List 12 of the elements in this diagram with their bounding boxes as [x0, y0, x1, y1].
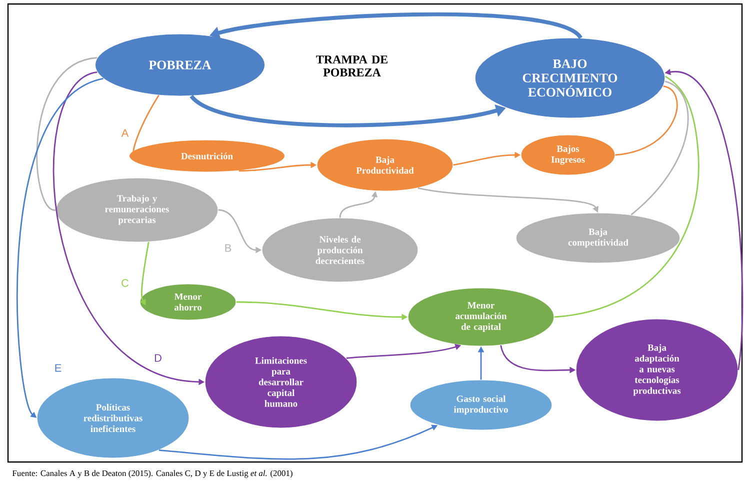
diagram-title: TRAMPA DE POBREZA: [316, 56, 388, 76]
edge-label: D: [153, 353, 163, 363]
connector-line: [554, 76, 700, 318]
source-caption: Fuente: Canales A y B de Deaton (2015). Canales C, D y E de Lustig et al. (2001): [12, 470, 292, 478]
edge-label: B: [223, 243, 233, 253]
arrow: [16, 78, 104, 418]
connector-line: [36, 57, 98, 211]
edge-label: A: [120, 128, 130, 138]
connector-line: [615, 86, 678, 156]
edge-label: E: [53, 363, 63, 373]
edge-label: C: [120, 278, 130, 288]
connector-line: [630, 80, 689, 216]
